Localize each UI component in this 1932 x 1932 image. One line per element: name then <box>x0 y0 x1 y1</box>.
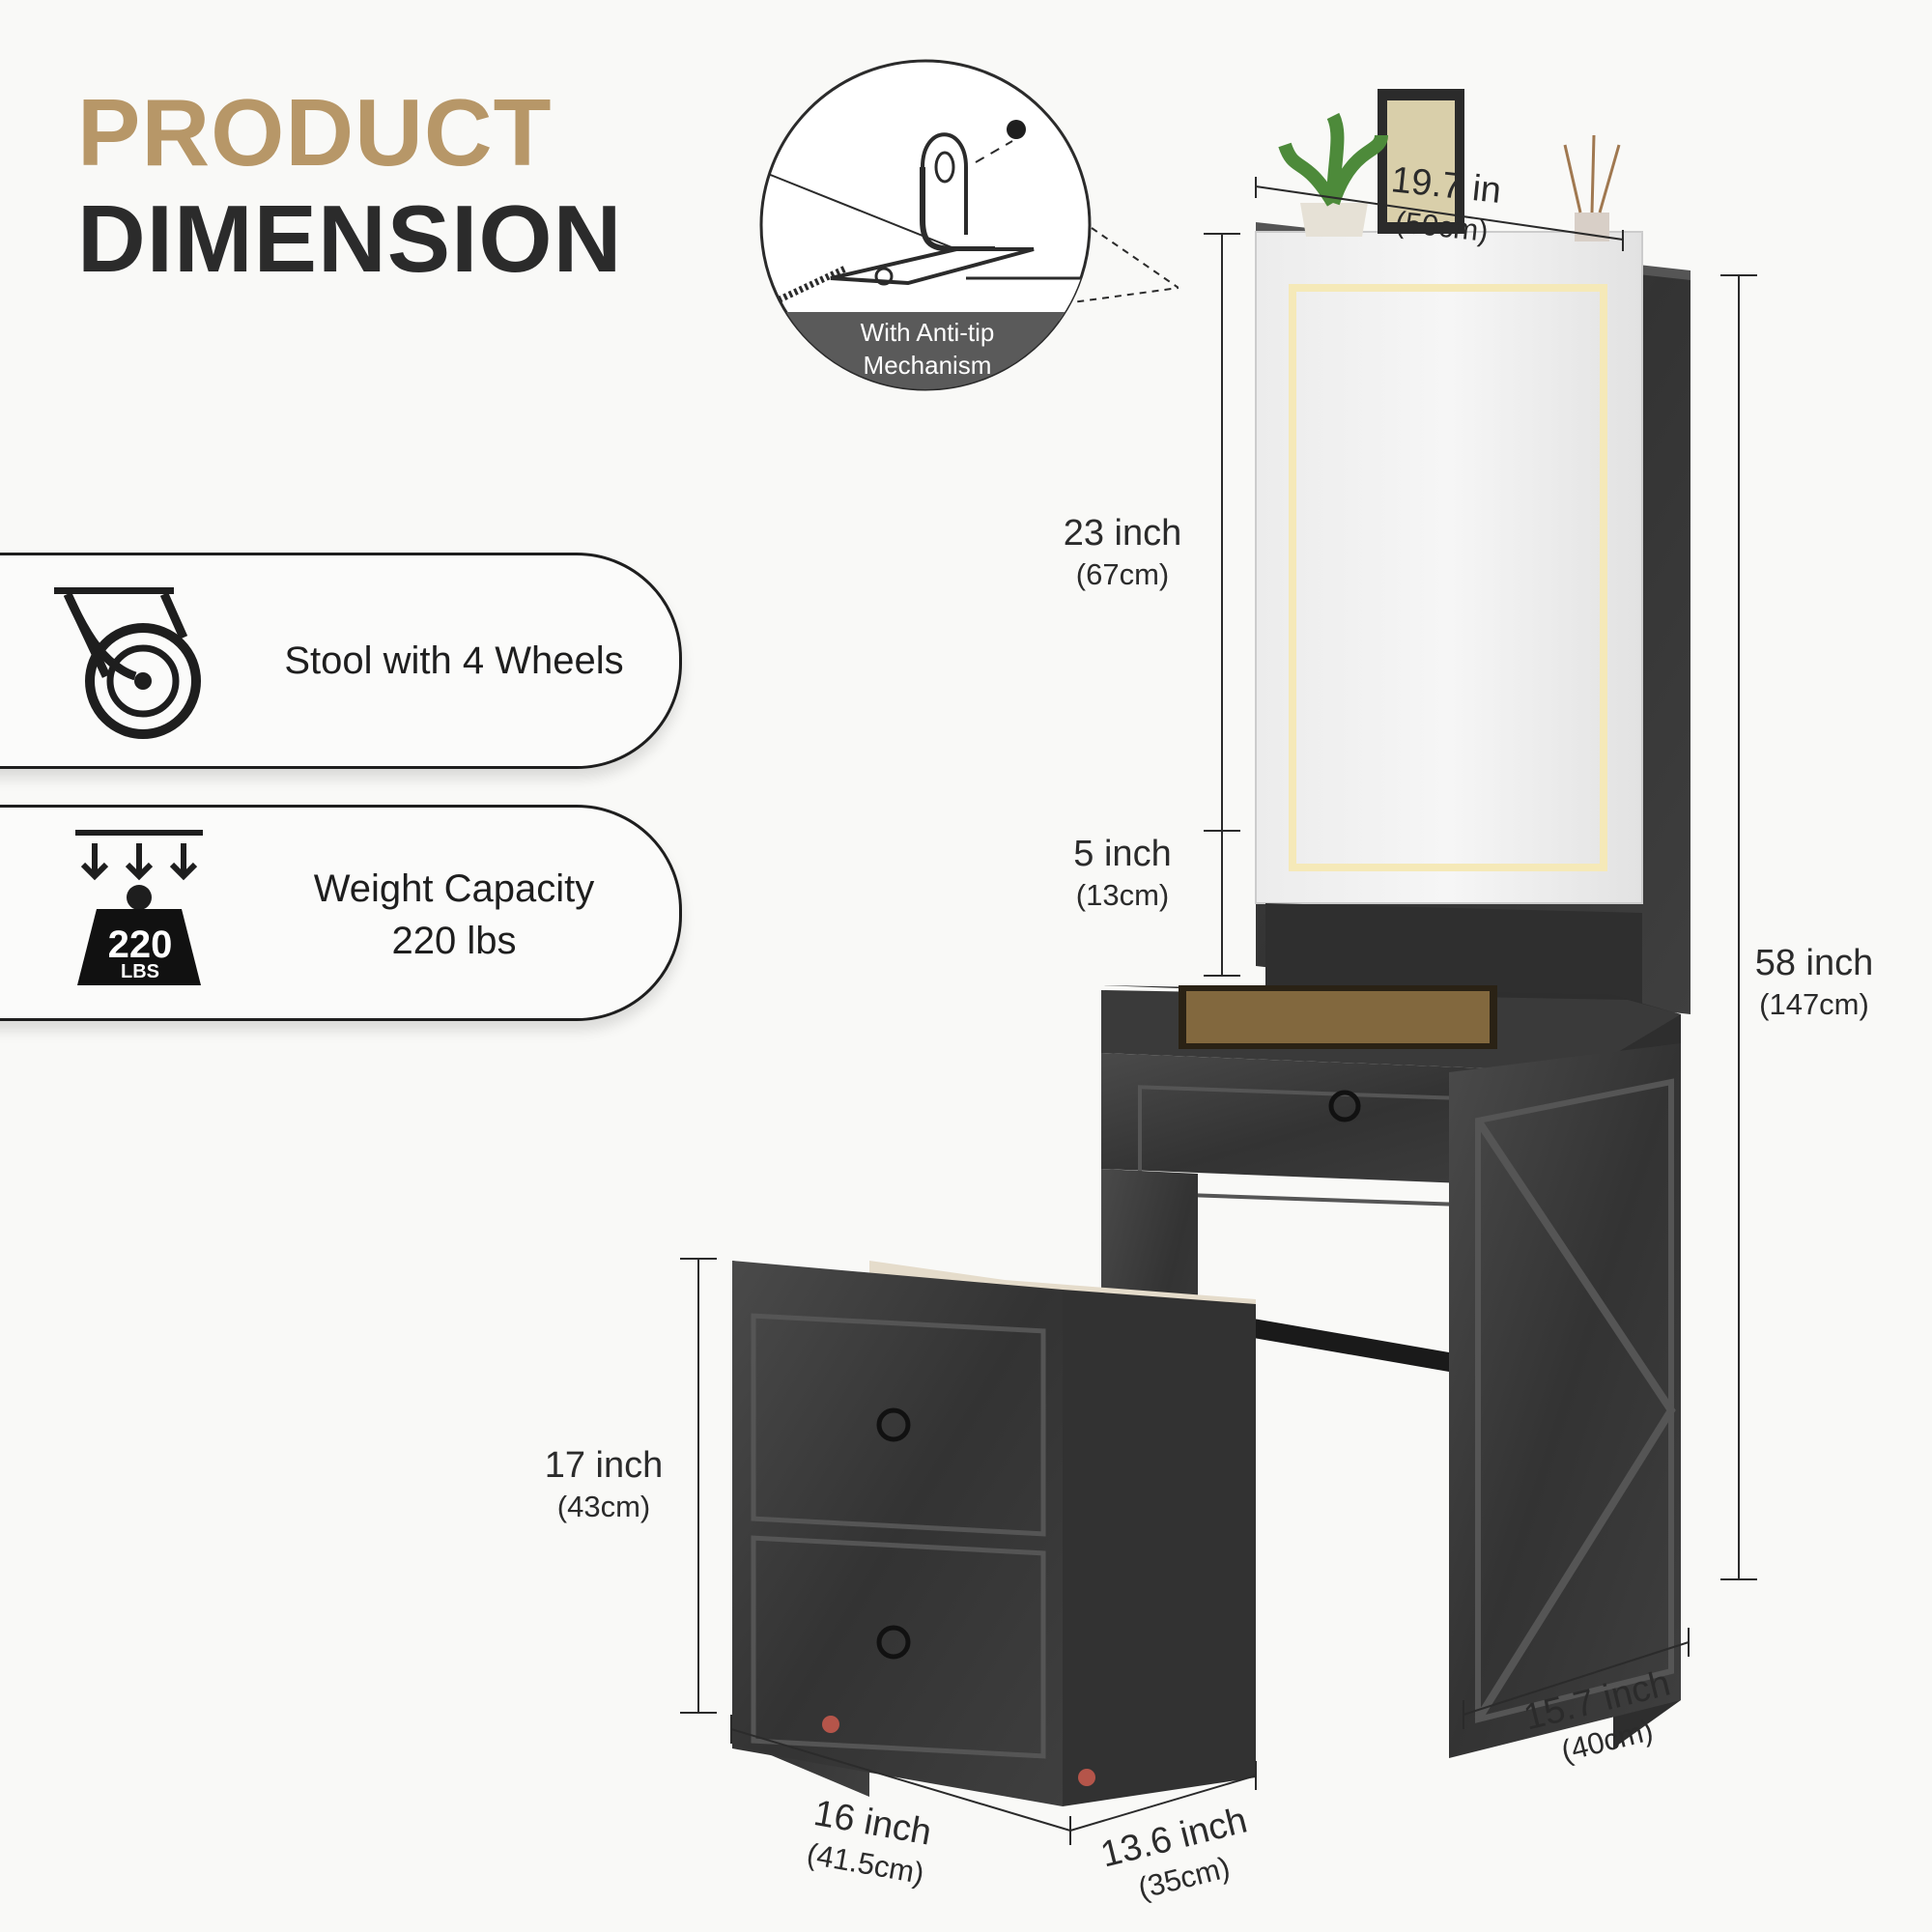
dim-mirror-height: 23 inch (67cm) <box>1063 513 1182 591</box>
weight-badge-unit: LBS <box>121 961 159 982</box>
feature-wheels-label: Stool with 4 Wheels <box>284 639 624 682</box>
heading-dimension: DIMENSION <box>77 185 623 292</box>
caster-wheel-icon <box>54 587 201 739</box>
anti-tip-label: With Anti-tip Mechanism <box>860 318 995 380</box>
dim-stool-height: 17 inch (43cm) <box>544 1445 664 1523</box>
heading-product: PRODUCT <box>77 79 553 185</box>
feature-weight-label: Weight Capacity 220 lbs <box>313 867 595 962</box>
dim-total-height: 58 inch (147cm) <box>1754 943 1874 1021</box>
vanity-illustration <box>732 89 1690 1806</box>
dim-shelf-height: 5 inch (13cm) <box>1073 834 1172 912</box>
anti-tip-callout <box>759 59 1179 391</box>
weight-badge-value: 220 <box>107 923 173 966</box>
weight-icon <box>75 830 203 985</box>
